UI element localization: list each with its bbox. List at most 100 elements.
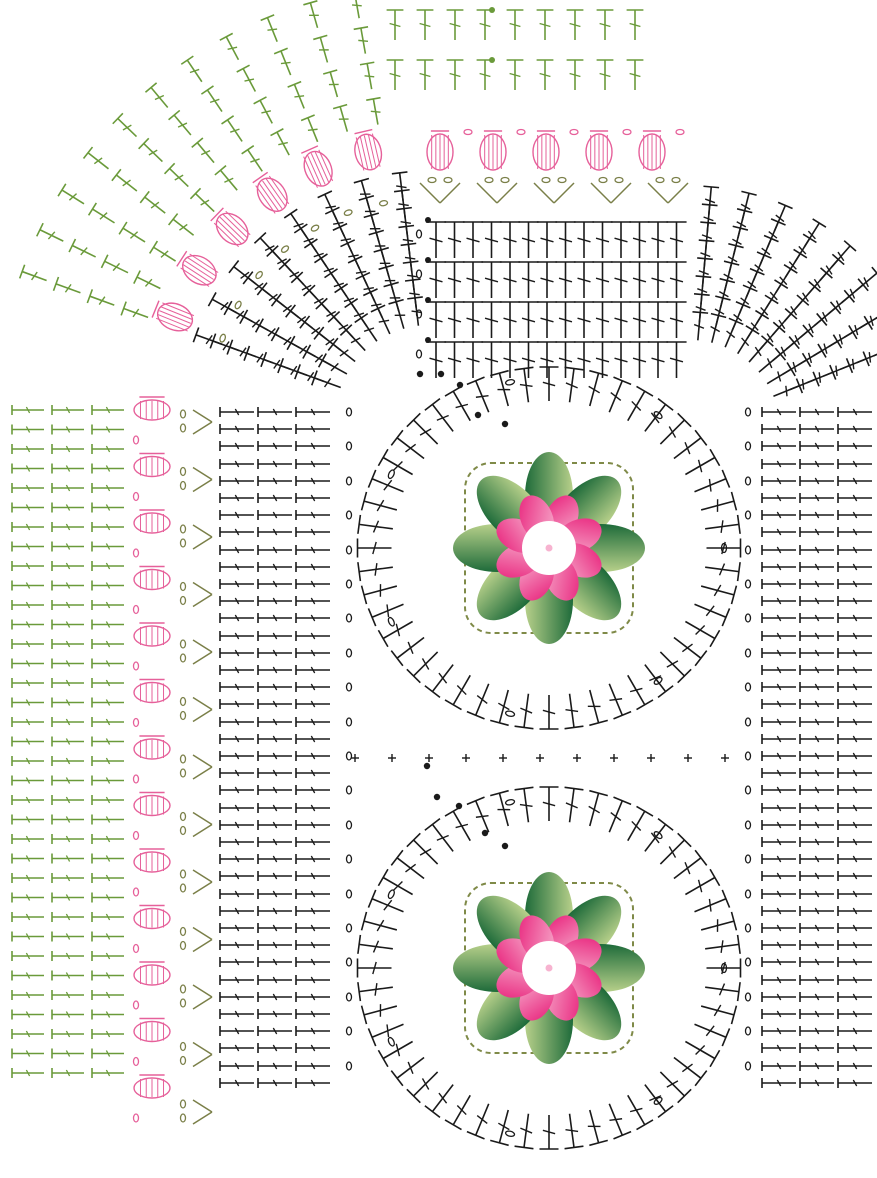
double-crochet-icon bbox=[312, 371, 344, 395]
double-crochet-icon bbox=[762, 424, 796, 434]
double-crochet-icon bbox=[771, 379, 803, 404]
double-crochet-icon bbox=[12, 542, 44, 552]
double-crochet-icon bbox=[363, 289, 389, 321]
double-crochet-icon bbox=[258, 803, 292, 813]
double-crochet-icon bbox=[169, 110, 197, 139]
flower-motif-top bbox=[453, 452, 645, 644]
double-crochet-icon bbox=[779, 249, 807, 281]
double-crochet-icon bbox=[518, 222, 538, 258]
double-crochet-icon bbox=[284, 209, 313, 241]
chain-icon bbox=[746, 993, 751, 1001]
chain-icon bbox=[387, 889, 395, 899]
double-crochet-icon bbox=[763, 363, 795, 391]
double-crochet-icon bbox=[92, 483, 124, 493]
double-crochet-icon bbox=[296, 1043, 330, 1053]
double-crochet-icon bbox=[52, 854, 84, 864]
double-crochet-icon bbox=[52, 659, 84, 669]
double-crochet-icon bbox=[89, 203, 119, 229]
double-crochet-icon bbox=[823, 290, 855, 320]
chain-icon bbox=[505, 710, 515, 717]
slip-stitch-icon bbox=[434, 794, 440, 800]
double-crochet-icon bbox=[378, 869, 417, 902]
double-crochet-icon bbox=[92, 659, 124, 669]
double-crochet-icon bbox=[12, 834, 44, 844]
double-crochet-icon bbox=[258, 717, 292, 727]
double-crochet-icon bbox=[597, 60, 614, 90]
double-crochet-icon bbox=[467, 1100, 498, 1139]
double-crochet-icon bbox=[701, 186, 719, 215]
double-crochet-icon bbox=[800, 545, 834, 555]
chain-icon bbox=[746, 855, 751, 863]
double-crochet-icon bbox=[417, 60, 434, 90]
double-crochet-icon bbox=[52, 893, 84, 903]
double-crochet-icon bbox=[258, 734, 292, 744]
double-crochet-icon bbox=[368, 595, 407, 626]
double-crochet-icon bbox=[52, 990, 84, 1000]
double-crochet-icon bbox=[681, 1033, 720, 1066]
double-crochet-icon bbox=[139, 138, 168, 167]
double-crochet-icon bbox=[838, 717, 872, 727]
double-crochet-icon bbox=[296, 441, 330, 451]
chain-icon bbox=[623, 130, 631, 135]
double-crochet-icon bbox=[220, 1026, 254, 1036]
double-crochet-icon bbox=[254, 97, 279, 127]
double-crochet-icon bbox=[838, 734, 872, 744]
double-crochet-icon bbox=[838, 837, 872, 847]
chain-icon bbox=[181, 640, 186, 648]
double-crochet-icon bbox=[666, 222, 686, 258]
double-crochet-icon bbox=[313, 35, 334, 64]
double-crochet-icon bbox=[574, 222, 594, 258]
slip-stitch-icon bbox=[425, 297, 431, 303]
double-crochet-icon bbox=[296, 1026, 330, 1036]
chain-icon bbox=[347, 786, 352, 794]
double-crochet-icon bbox=[12, 1068, 44, 1078]
double-crochet-icon bbox=[838, 1043, 872, 1053]
double-crochet-icon bbox=[726, 226, 748, 257]
double-crochet-icon bbox=[838, 975, 872, 985]
double-crochet-icon bbox=[681, 869, 720, 902]
double-crochet-icon bbox=[821, 358, 853, 383]
double-crochet-icon bbox=[92, 444, 124, 454]
double-crochet-icon bbox=[648, 342, 668, 378]
double-crochet-icon bbox=[731, 326, 759, 358]
double-crochet-icon bbox=[318, 191, 344, 223]
double-crochet-icon bbox=[762, 699, 796, 709]
double-crochet-icon bbox=[12, 483, 44, 493]
double-crochet-icon bbox=[258, 510, 292, 520]
double-crochet-icon bbox=[258, 527, 292, 537]
double-crochet-icon bbox=[490, 1108, 517, 1146]
double-crochet-icon bbox=[838, 940, 872, 950]
chain-icon bbox=[746, 408, 751, 416]
double-crochet-icon bbox=[364, 213, 387, 244]
v-stitch-icon bbox=[193, 698, 212, 722]
chain-icon bbox=[255, 270, 264, 279]
single-crochet-icon bbox=[647, 754, 655, 762]
double-crochet-icon bbox=[12, 756, 44, 766]
chain-icon bbox=[746, 958, 751, 966]
double-crochet-icon bbox=[52, 483, 84, 493]
slip-stitch-icon bbox=[425, 217, 431, 223]
double-crochet-icon bbox=[838, 631, 872, 641]
single-crochet-icon bbox=[351, 754, 359, 762]
slip-stitch-icon bbox=[425, 337, 431, 343]
double-crochet-icon bbox=[92, 425, 124, 435]
double-crochet-icon bbox=[840, 316, 872, 344]
double-crochet-icon bbox=[340, 240, 366, 272]
double-crochet-icon bbox=[691, 595, 730, 626]
double-crochet-icon bbox=[220, 923, 254, 933]
double-crochet-icon bbox=[303, 1, 324, 30]
double-crochet-icon bbox=[328, 338, 360, 368]
double-crochet-icon bbox=[389, 300, 412, 331]
chain-icon bbox=[347, 408, 352, 416]
double-crochet-icon bbox=[12, 1010, 44, 1020]
double-crochet-icon bbox=[274, 48, 297, 78]
double-crochet-icon bbox=[278, 358, 310, 382]
chain-icon bbox=[181, 1057, 186, 1065]
double-crochet-icon bbox=[800, 407, 834, 417]
double-crochet-icon bbox=[762, 906, 796, 916]
chain-icon bbox=[676, 130, 684, 135]
double-crochet-icon bbox=[490, 371, 517, 409]
double-crochet-icon bbox=[258, 596, 292, 606]
double-crochet-icon bbox=[648, 262, 668, 298]
